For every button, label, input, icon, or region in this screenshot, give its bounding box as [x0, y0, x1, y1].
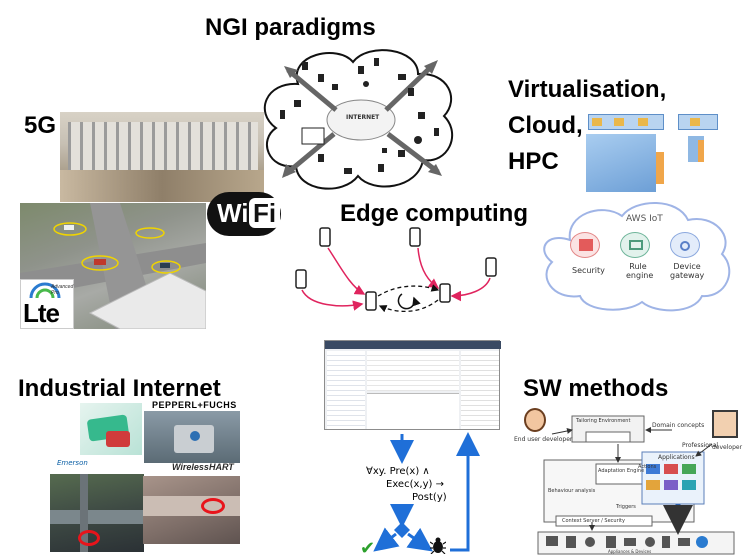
- decision-node: [394, 522, 410, 538]
- formula-line-2: Exec(x,y) →: [386, 479, 444, 490]
- phone-icon: [295, 269, 307, 289]
- rule-engine-label: Rule engine: [626, 262, 654, 280]
- end-user-label: End user developer: [514, 436, 573, 443]
- edge-computing-diagram: [290, 226, 504, 326]
- formula-line-1: ∀xy. Pre(x) ∧: [366, 466, 430, 477]
- domain-concepts-label: Domain concepts: [652, 422, 705, 429]
- device-gateway-label: Device gateway: [670, 262, 704, 280]
- adaptation-engine-label: Adaptation Engine: [598, 468, 645, 474]
- context-server-label: Context Server / Security: [562, 518, 625, 524]
- applications-label: Applications: [658, 454, 695, 461]
- edge-computing-title: Edge computing: [340, 200, 528, 227]
- rule-engine-label-text: Rule engine: [626, 262, 654, 280]
- tailoring-label: Tailoring Environment: [576, 418, 631, 424]
- wifi-logo: Wi Fi: [207, 192, 281, 236]
- emerson-logo: Emerson: [57, 459, 88, 467]
- industrial-sensor-photo: [144, 411, 240, 463]
- bug-icon: [429, 536, 447, 555]
- ide-screenshot: [324, 340, 501, 430]
- security-icon: [570, 232, 600, 258]
- rule-engine-icon: [620, 232, 650, 258]
- wirelesshart-logo: WirelessHART: [172, 462, 234, 472]
- device-gateway-label-text: Device gateway: [670, 262, 705, 280]
- formula-line-3: Post(y): [412, 492, 447, 503]
- developer-label: developer: [712, 444, 743, 451]
- triggers-label: Triggers: [616, 504, 636, 510]
- industrial-robot-photo: [80, 403, 142, 455]
- industrial-valve-photo: [143, 476, 240, 544]
- hpc-title: HPC: [508, 148, 559, 175]
- end-user-avatar: [524, 408, 546, 432]
- aws-iot-title: AWS IoT: [626, 214, 663, 224]
- phone-icon: [319, 227, 331, 247]
- aws-iot-cloud: AWS IoT Security Rule engine Device gate…: [536, 196, 738, 314]
- industrial-internet-title: Industrial Internet: [18, 375, 221, 402]
- industrial-pipes-photo: [50, 474, 144, 552]
- internet-label: INTERNET: [346, 114, 380, 121]
- appliances-label: Appliances & Devices: [608, 549, 652, 554]
- ngi-cloud-illustration: INTERNET: [258, 44, 462, 196]
- professional-label: Professional: [682, 442, 719, 449]
- ngi-title: NGI paradigms: [205, 14, 376, 41]
- 5g-title: 5G: [24, 112, 57, 139]
- actions-label: Actions: [638, 464, 657, 470]
- device-gateway-icon: [670, 232, 700, 258]
- security-label: Security: [572, 266, 605, 275]
- wifi-fi-text: Fi: [249, 198, 281, 228]
- developer-avatar: [712, 410, 738, 438]
- behaviour-analysis-label: Behaviour analysis: [548, 488, 596, 494]
- checkmark-icon: ✔: [360, 538, 376, 558]
- phone-icon: [439, 283, 451, 303]
- sw-methods-diagram: End user developer Tailoring Environment…: [512, 404, 744, 558]
- phone-icon: [485, 257, 497, 277]
- lte-badge-text: Advanced Pro: [51, 284, 74, 296]
- lte-logo: Lte Advanced Pro: [20, 279, 74, 329]
- verification-flow: ∀xy. Pre(x) ∧ Exec(x,y) → Post(y) ✔: [352, 432, 482, 558]
- phone-icon: [365, 291, 377, 311]
- cloud-title: Cloud,: [508, 112, 583, 139]
- 5g-antenna-photo: [60, 112, 264, 202]
- sw-methods-title: SW methods: [523, 375, 669, 402]
- wifi-wi-text: Wi: [217, 198, 249, 228]
- pepperl-fuchs-logo: PEPPERL+FUCHS: [152, 400, 237, 410]
- virtualisation-diagram: [586, 112, 722, 192]
- virtualisation-title: Virtualisation,: [508, 76, 667, 103]
- lte-brand-text: Lte: [23, 298, 60, 328]
- phone-icon: [409, 227, 421, 247]
